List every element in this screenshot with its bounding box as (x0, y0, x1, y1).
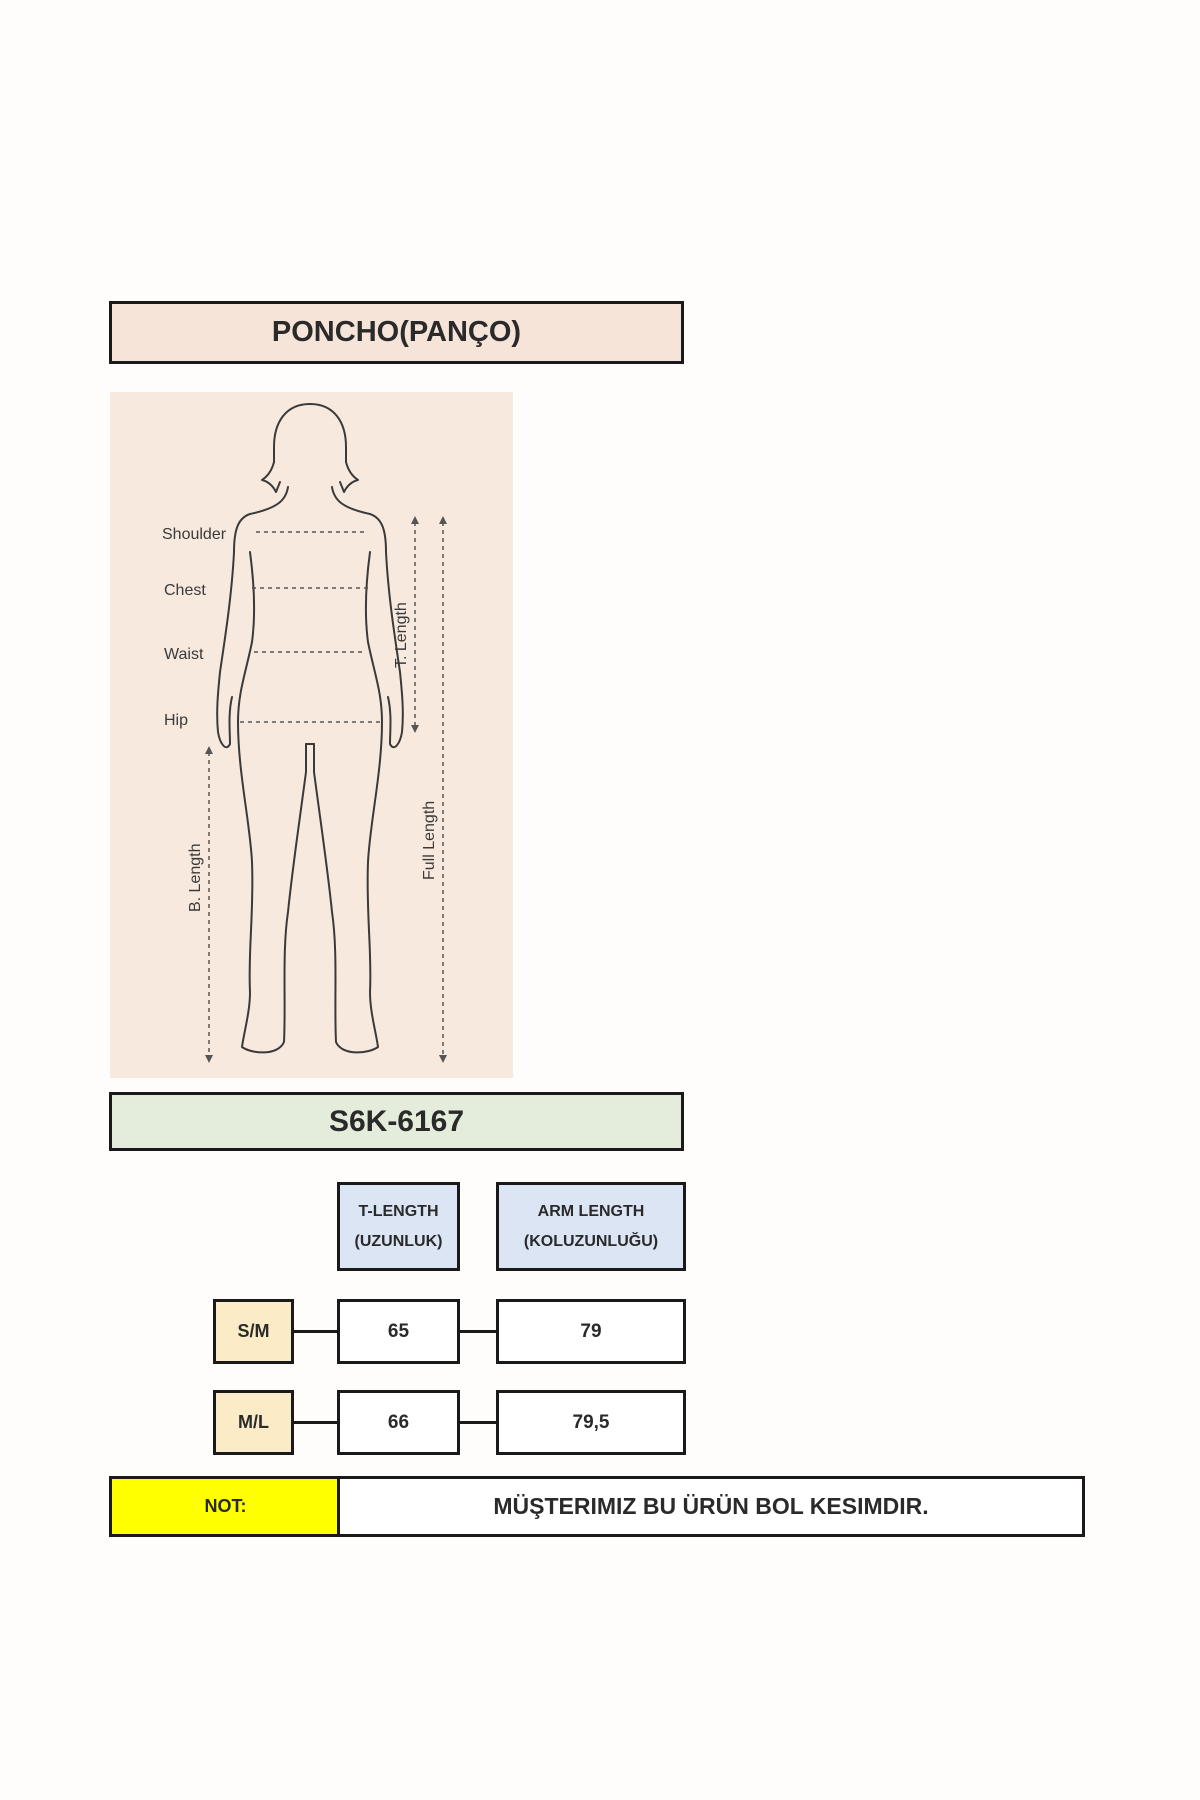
row-connector (294, 1421, 337, 1424)
t-length-value-ml: 66 (337, 1390, 460, 1455)
product-title: PONCHO(PANÇO) (109, 301, 684, 364)
arm-length-header: ARM LENGTH (KOLUZUNLUĞU) (496, 1182, 686, 1271)
shoulder-label: Shoulder (162, 526, 227, 543)
t-length-header-line2: (UZUNLUK) (354, 1232, 443, 1250)
waist-label: Waist (164, 646, 204, 663)
size-label-ml: M/L (213, 1390, 294, 1455)
note-text: MÜŞTERIMIZ BU ÜRÜN BOL KESIMDIR. (337, 1476, 1085, 1537)
t-length-value-sm: 65 (337, 1299, 460, 1364)
b-length-label: B. Length (187, 844, 204, 913)
note-label: NOT: (109, 1476, 339, 1537)
row-connector (460, 1330, 496, 1333)
arm-length-value-sm: 79 (496, 1299, 686, 1364)
arm-length-value-ml: 79,5 (496, 1390, 686, 1455)
t-length-label: T. Length (393, 602, 410, 668)
full-length-label: Full Length (421, 801, 438, 880)
t-length-header: T-LENGTH (UZUNLUK) (337, 1182, 460, 1271)
row-connector (294, 1330, 337, 1333)
body-measurement-figure: Shoulder Chest Waist Hip T. Length Full … (110, 392, 513, 1078)
hip-label: Hip (164, 712, 188, 729)
arm-length-header-line2: (KOLUZUNLUĞU) (523, 1232, 659, 1250)
size-label-sm: S/M (213, 1299, 294, 1364)
row-connector (460, 1421, 496, 1424)
product-code: S6K-6167 (109, 1092, 684, 1151)
chest-label: Chest (164, 582, 206, 599)
t-length-header-line1: T-LENGTH (358, 1202, 439, 1220)
arm-length-header-line1: ARM LENGTH (537, 1202, 645, 1220)
body-silhouette-illustration: Shoulder Chest Waist Hip T. Length Full … (162, 403, 447, 1063)
